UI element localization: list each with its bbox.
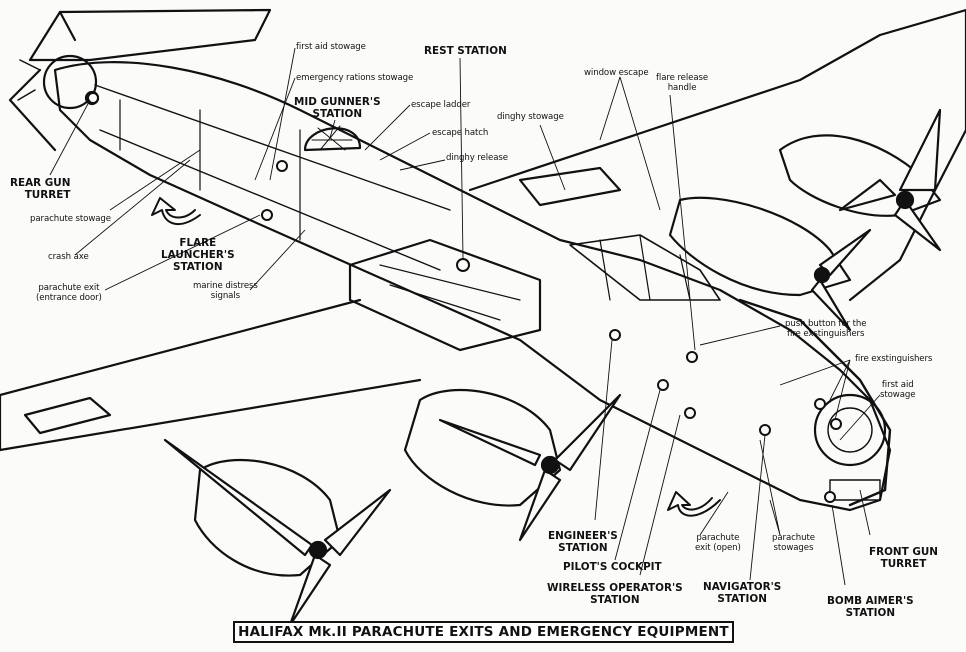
mid-turret-shape xyxy=(303,127,362,152)
label-emergency-rations-stowage: emergency rations stowage xyxy=(296,73,414,83)
diagram-title-box: HALIFAX Mk.II PARACHUTE EXITS AND EMERGE… xyxy=(233,621,734,643)
diagram-title: HALIFAX Mk.II PARACHUTE EXITS AND EMERGE… xyxy=(238,624,729,640)
leader-lines xyxy=(49,47,881,586)
label-crash-axe: crash axe xyxy=(48,252,89,262)
engine-port-outer xyxy=(778,134,942,217)
starboard-wing xyxy=(0,298,422,452)
engine-port-inner xyxy=(668,196,852,297)
front-turret-shape xyxy=(813,393,887,467)
tailplane-lower xyxy=(8,68,57,152)
label-escape-hatch: escape hatch xyxy=(432,128,489,138)
label-dinghy-release: dinghy release xyxy=(446,153,508,163)
engine-stbd-inner xyxy=(403,388,562,507)
label-escape-ladder: escape ladder xyxy=(411,100,471,110)
port-wing xyxy=(468,8,966,302)
fuselage-outline xyxy=(53,61,892,512)
rear-turret-shape xyxy=(42,54,98,110)
label-pilots-cockpit: PILOT'S COCKPIT xyxy=(563,561,662,573)
label-rest-station: REST STATION xyxy=(424,45,507,57)
label-dinghy-stowage: dinghy stowage xyxy=(497,112,564,122)
label-fire-extinguishers: fire exstinguishers xyxy=(855,354,933,364)
label-window-escape: window escape xyxy=(584,68,649,78)
tailplane-upper xyxy=(28,8,272,62)
label-parachute-stowage: parachute stowage xyxy=(30,214,111,224)
label-first-aid-stowage-rear: first aid stowage xyxy=(296,42,366,52)
rest-compartment xyxy=(348,238,542,352)
label-parachute-exit-entrance: parachute exit(entrance door) xyxy=(36,283,102,303)
